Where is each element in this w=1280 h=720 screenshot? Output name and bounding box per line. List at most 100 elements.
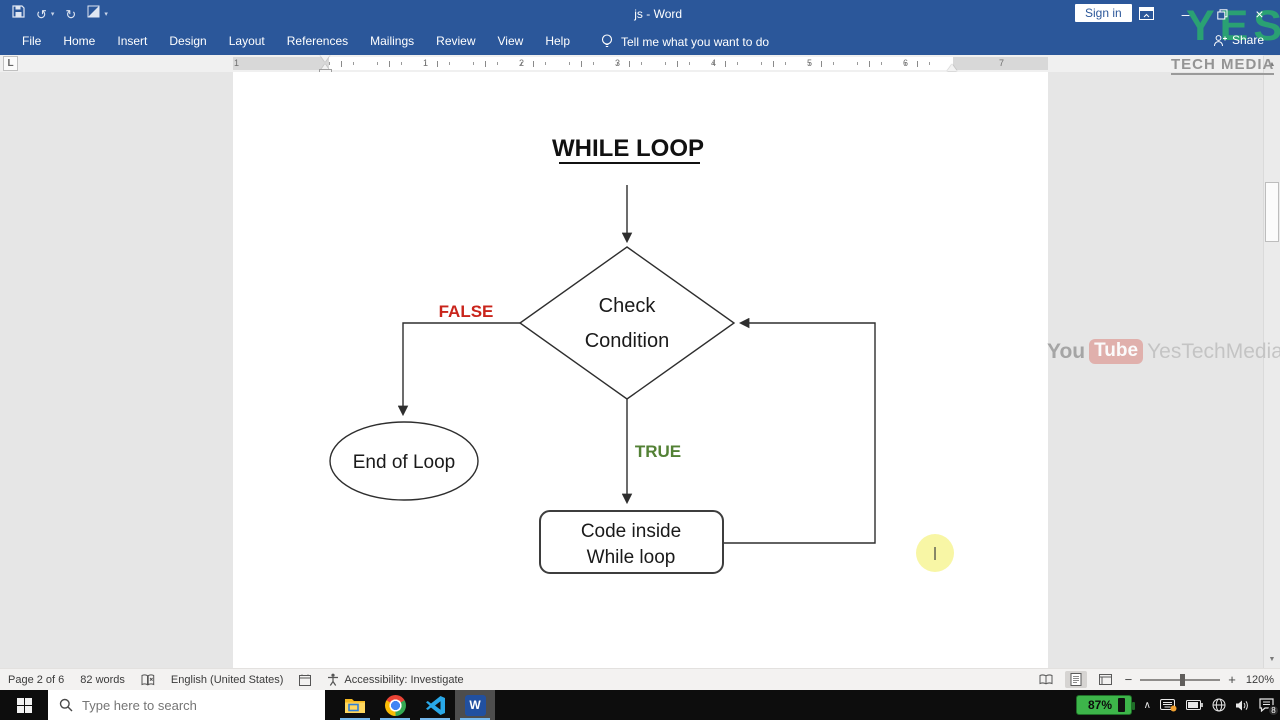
status-bar: Page 2 of 6 82 words English (United Sta… (0, 668, 1280, 690)
tray-battery[interactable] (1186, 700, 1203, 710)
document-page[interactable]: WHILE LOOP Check Condition FALSE TRUE En… (233, 72, 1048, 668)
tell-me-box[interactable]: Tell me what you want to do (601, 34, 769, 49)
decision-diamond[interactable] (518, 246, 736, 400)
language-indicator[interactable]: English (United States) (170, 673, 284, 686)
close-button[interactable]: × (1255, 6, 1264, 22)
tab-help[interactable]: Help (545, 34, 570, 48)
ruler-number: 6 (903, 58, 909, 68)
ribbon-tab-row: File Home Insert Design Layout Reference… (0, 28, 1280, 55)
tab-file[interactable]: File (22, 34, 42, 48)
undo-button[interactable]: ↺ (36, 6, 47, 22)
ruler-half-ticks (341, 61, 953, 67)
false-label: FALSE (439, 302, 494, 321)
taskbar-chrome[interactable] (375, 690, 415, 720)
accessibility-label: Accessibility: Investigate (344, 673, 464, 686)
true-label: TRUE (635, 442, 681, 461)
tab-review[interactable]: Review (436, 34, 476, 48)
ribbon-display-options-button[interactable] (1139, 7, 1154, 25)
ruler-right-margin (953, 57, 1048, 70)
right-indent-marker[interactable] (947, 59, 957, 71)
tray-network[interactable] (1212, 698, 1226, 712)
touch-keyboard-icon (1160, 698, 1177, 711)
terminator-label: End of Loop (353, 452, 455, 473)
minimize-button[interactable]: – (1181, 6, 1190, 22)
shape-tool-button[interactable] (87, 5, 100, 23)
windows-taskbar: W 87% (0, 690, 1280, 720)
first-line-indent-marker[interactable] (320, 55, 330, 67)
hanging-indent-marker[interactable] (320, 59, 330, 71)
accessibility-status[interactable]: Accessibility: Investigate (327, 673, 464, 686)
proofing-book-icon (141, 673, 155, 686)
notification-icon (1259, 698, 1274, 712)
battery-percentage-widget[interactable]: 87% (1076, 695, 1135, 715)
quick-access-toolbar: ↺ ▾ ↻ ▾ (12, 0, 108, 28)
sign-in-button[interactable]: Sign in (1075, 4, 1132, 22)
taskbar-search[interactable] (48, 690, 325, 720)
page-settings-button[interactable] (299, 674, 312, 686)
tab-home[interactable]: Home (63, 34, 96, 48)
window-title: js - Word (634, 7, 683, 21)
tab-layout[interactable]: Layout (228, 34, 265, 48)
share-button[interactable]: Share (1213, 33, 1264, 47)
tab-references[interactable]: References (286, 34, 349, 48)
redo-button[interactable]: ↻ (65, 6, 77, 22)
scrollbar-thumb[interactable] (1265, 182, 1279, 242)
tab-stop-selector[interactable]: L (3, 56, 18, 71)
decision-label-line2: Condition (585, 330, 670, 352)
zoom-in-button[interactable]: + (1228, 672, 1236, 687)
taskbar-word[interactable]: W (455, 690, 495, 720)
read-mode-button[interactable] (1035, 671, 1057, 688)
print-layout-button[interactable] (1064, 671, 1087, 688)
start-button[interactable] (0, 690, 48, 720)
tell-me-label: Tell me what you want to do (621, 34, 770, 49)
tray-expand-chevron-icon[interactable]: ∧ (1143, 699, 1151, 711)
tab-mailings[interactable]: Mailings (370, 34, 415, 48)
page-indicator[interactable]: Page 2 of 6 (8, 673, 65, 686)
text-cursor-icon: I (932, 544, 937, 564)
tab-insert[interactable]: Insert (117, 34, 148, 48)
status-bar-right: − + 120% (1035, 669, 1274, 690)
ruler-number: 1 (234, 58, 240, 68)
tab-design[interactable]: Design (169, 34, 207, 48)
search-input[interactable] (82, 697, 292, 713)
taskbar-file-explorer[interactable] (335, 690, 375, 720)
undo-dropdown-icon[interactable]: ▾ (50, 11, 55, 18)
tray-action-center[interactable]: 8 (1259, 698, 1279, 716)
window-controls: – × (1167, 0, 1278, 28)
zoom-percentage[interactable]: 120% (1245, 673, 1274, 686)
globe-network-icon (1212, 698, 1226, 712)
ruler-number: 3 (615, 58, 621, 68)
ruler-number: 5 (807, 58, 813, 68)
zoom-out-button[interactable]: − (1124, 672, 1133, 687)
process-label-line1: Code inside (581, 521, 681, 542)
cursor-highlight (916, 534, 954, 572)
document-workspace: WHILE LOOP Check Condition FALSE TRUE En… (0, 72, 1263, 668)
restore-icon (1217, 8, 1228, 19)
web-layout-icon (1099, 674, 1113, 685)
vertical-scrollbar[interactable]: ▲ ▼ (1263, 56, 1280, 668)
flowchart-title: WHILE LOOP (552, 135, 704, 162)
scroll-up-arrow[interactable]: ▲ (1268, 61, 1276, 68)
end-of-loop-ellipse[interactable] (329, 421, 479, 501)
web-layout-button[interactable] (1095, 671, 1117, 688)
tray-volume[interactable] (1235, 699, 1250, 712)
tray-touch-keyboard[interactable] (1160, 698, 1177, 712)
loop-back-arrow[interactable] (723, 317, 876, 544)
tab-view[interactable]: View (497, 34, 524, 48)
taskbar-vscode[interactable] (415, 690, 455, 720)
proofing-status[interactable] (141, 673, 155, 686)
zoom-slider-thumb[interactable] (1180, 673, 1186, 686)
customize-qat-button[interactable]: ▾ (104, 11, 108, 18)
share-label: Share (1231, 33, 1264, 47)
word-count[interactable]: 82 words (80, 673, 125, 686)
zoom-slider[interactable] (1140, 673, 1221, 686)
decision-label-line1: Check (599, 295, 657, 317)
save-button[interactable] (12, 5, 25, 23)
process-box[interactable] (539, 510, 724, 574)
restore-button[interactable] (1204, 0, 1241, 28)
vscode-icon (425, 695, 445, 715)
accessibility-person-icon (328, 673, 339, 686)
false-branch-arrow[interactable] (397, 322, 520, 417)
scroll-down-arrow[interactable]: ▼ (1268, 656, 1276, 663)
